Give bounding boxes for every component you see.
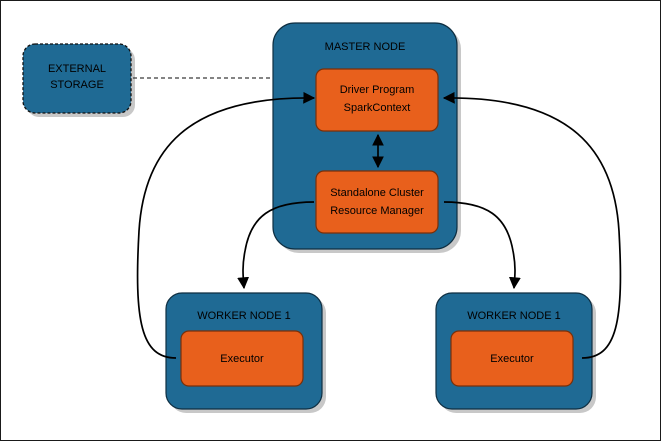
- edge-left-executor-to-driver: [136, 91, 316, 359]
- external-storage-label-line1: EXTERNAL: [48, 63, 106, 75]
- cluster-manager-label-line2: Resource Manager: [330, 205, 424, 217]
- master-node-label: MASTER NODE: [325, 41, 406, 53]
- cluster-manager-box: Standalone Cluster Resource Manager: [315, 170, 439, 234]
- executor-box-left: Executor: [180, 330, 304, 387]
- edge-manager-to-worker-right: [443, 201, 521, 290]
- edge-right-executor-to-driver: [442, 91, 622, 359]
- cluster-manager-label-line1: Standalone Cluster: [330, 187, 424, 199]
- driver-program-box: Driver Program SparkContext: [315, 68, 439, 132]
- driver-program-label-line2: SparkContext: [344, 102, 411, 114]
- external-storage-label-line2: STORAGE: [50, 79, 104, 91]
- driver-program-label-line1: Driver Program: [340, 84, 415, 96]
- worker-node-right-label: WORKER NODE 1: [467, 310, 561, 322]
- executor-right-label: Executor: [490, 353, 534, 365]
- worker-node-left-label: WORKER NODE 1: [197, 310, 291, 322]
- executor-left-label: Executor: [220, 353, 264, 365]
- edge-manager-to-worker-left: [237, 201, 315, 290]
- edge-layer: [136, 91, 622, 359]
- external-storage-node: EXTERNAL STORAGE: [22, 43, 132, 114]
- executor-box-right: Executor: [450, 330, 574, 387]
